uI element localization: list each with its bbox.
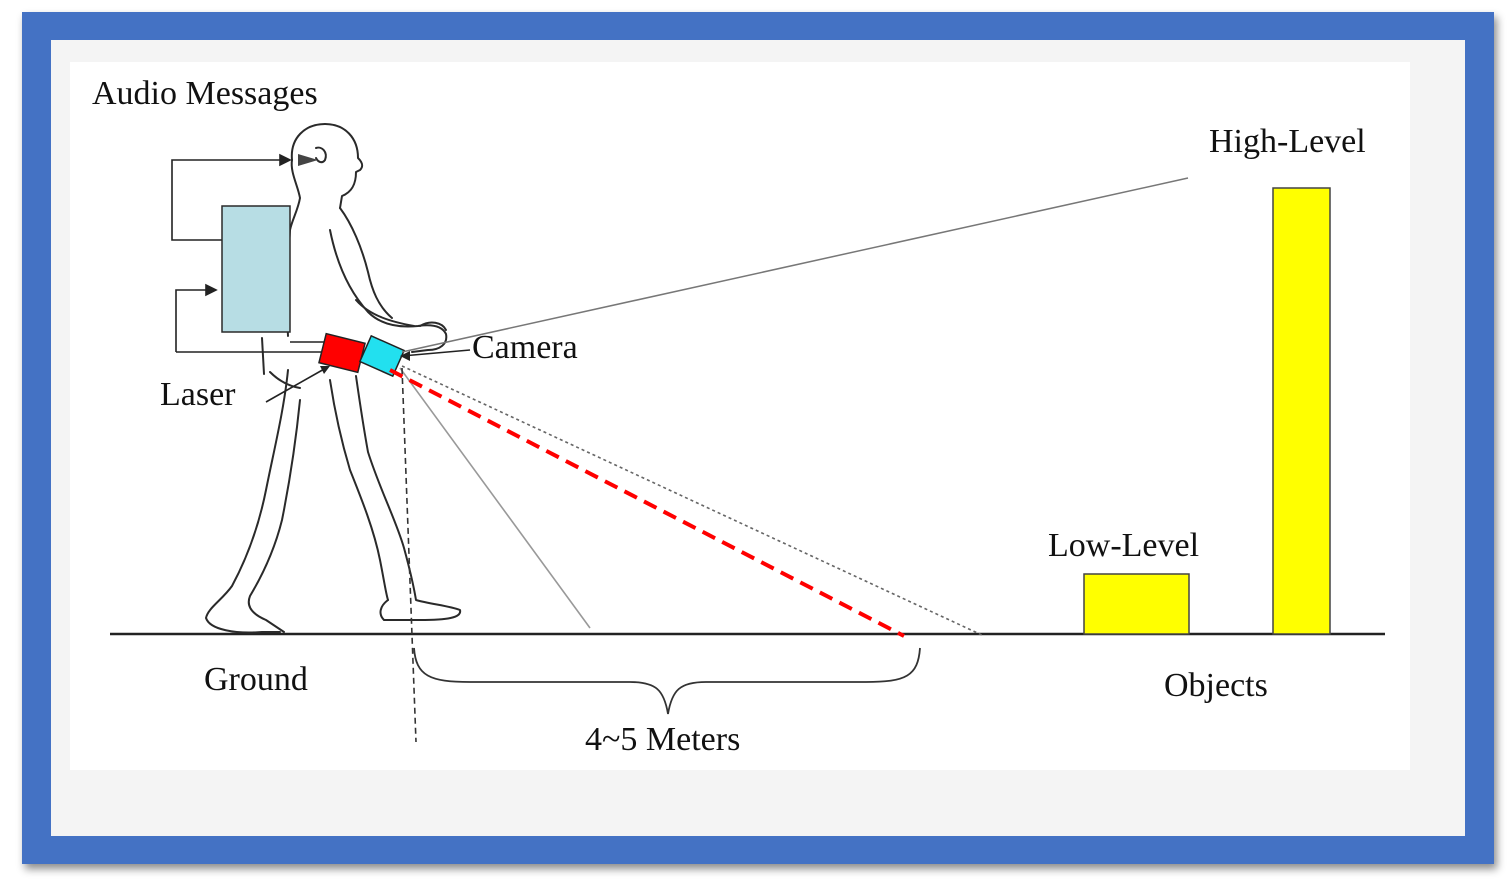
audio-feedback-arrows [171,153,324,353]
audio-messages-label: Audio Messages [92,75,318,112]
high-level-label: High-Level [1209,123,1366,160]
camera-pointer-line [401,349,471,357]
objects-label: Objects [1164,667,1268,704]
laser-pointer-arrow [265,366,330,403]
processor-box [221,205,291,333]
camera-ray-low [399,367,591,629]
ground-label: Ground [204,661,308,698]
camera-ray-dotted [401,365,985,637]
low-level-label: Low-Level [1048,527,1199,564]
diagram-canvas [70,62,1410,770]
low-level-object [1083,573,1190,635]
laser-label: Laser [160,376,236,413]
distance-label: 4~5 Meters [585,721,740,758]
camera-label: Camera [472,329,578,366]
camera-ray-high [401,177,1189,353]
vertical-reference-line [401,367,417,743]
distance-brace [413,647,921,715]
laser-beam [389,368,905,638]
high-level-object [1272,187,1331,635]
camera-device [358,334,406,378]
walking-person-icon [205,123,462,634]
